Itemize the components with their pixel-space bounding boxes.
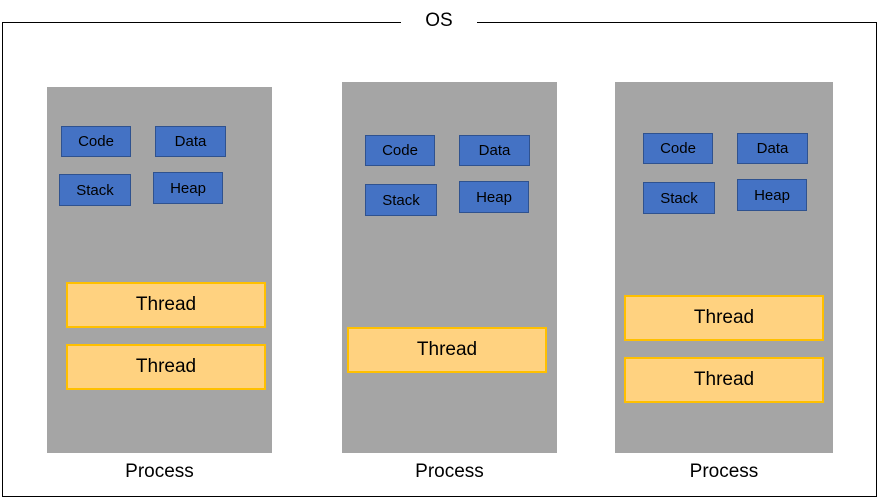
process-2-segment-heap: Heap [459,181,529,213]
process-3-segment-code: Code [643,133,713,164]
process-1-label: Process [125,461,194,482]
process-1-segment-stack: Stack [59,174,131,206]
process-3-thread-1: Thread [624,295,824,341]
process-1-thread-2: Thread [66,344,266,390]
process-3-segment-stack: Stack [643,182,715,214]
process-1: Code Data Stack Heap Thread Thread Proce… [47,87,272,497]
process-2: Code Data Stack Heap Thread Process [342,82,557,497]
process-3-segment-heap: Heap [737,179,807,211]
process-2-segment-data: Data [459,135,530,166]
process-1-thread-1: Thread [66,282,266,328]
process-3-thread-2: Thread [624,357,824,403]
process-1-segment-code: Code [61,126,131,157]
process-2-segment-code: Code [365,135,435,166]
process-2-thread-1: Thread [347,327,547,373]
process-2-segment-stack: Stack [365,184,437,216]
process-3-label: Process [689,461,759,482]
os-title-label: OS [401,8,477,34]
process-2-label: Process [415,461,484,482]
process-3-segment-data: Data [737,133,808,164]
process-1-segment-heap: Heap [153,172,223,204]
process-1-segment-data: Data [155,126,226,157]
process-3: Code Data Stack Heap Thread Thread Proce… [615,82,833,497]
